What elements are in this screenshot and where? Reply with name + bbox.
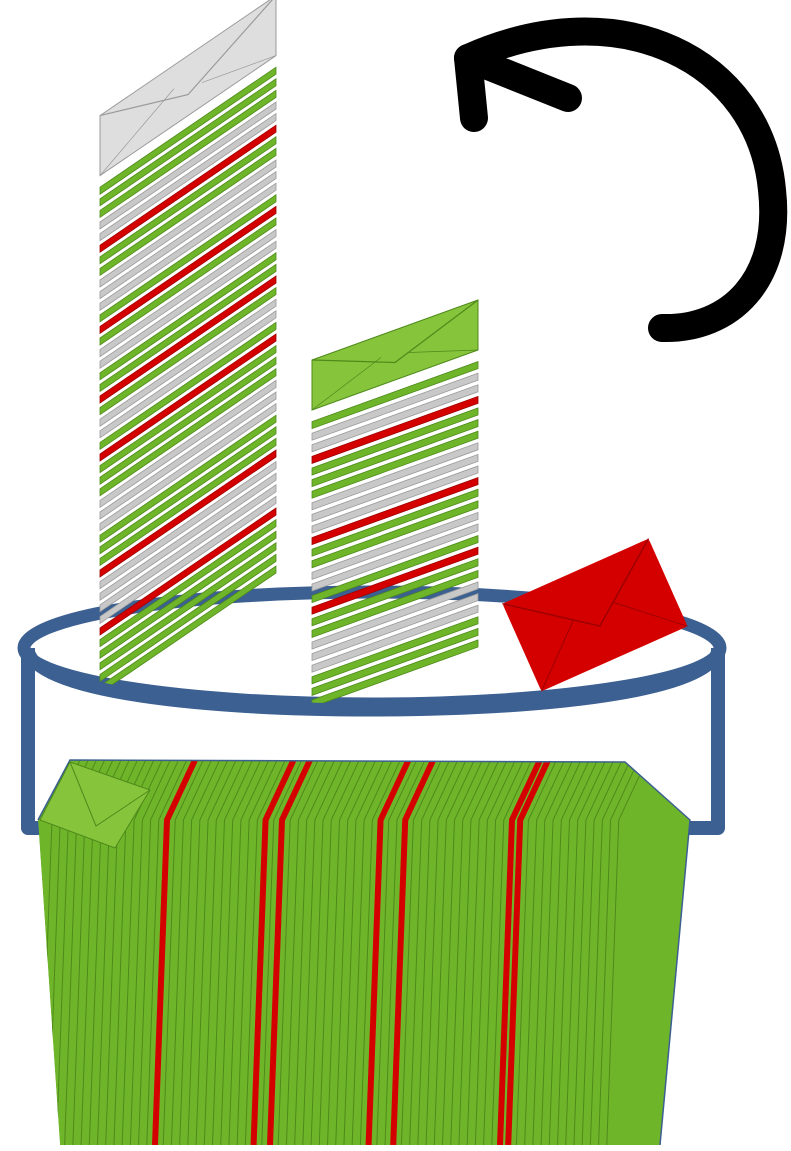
counter-clockwise-rotate-arrow-icon xyxy=(468,32,773,328)
short-envelope-stack xyxy=(312,300,478,707)
loose-envelope-icon xyxy=(502,539,687,692)
flat-envelope-queue xyxy=(38,760,690,1145)
tall-envelope-stack xyxy=(100,0,276,693)
